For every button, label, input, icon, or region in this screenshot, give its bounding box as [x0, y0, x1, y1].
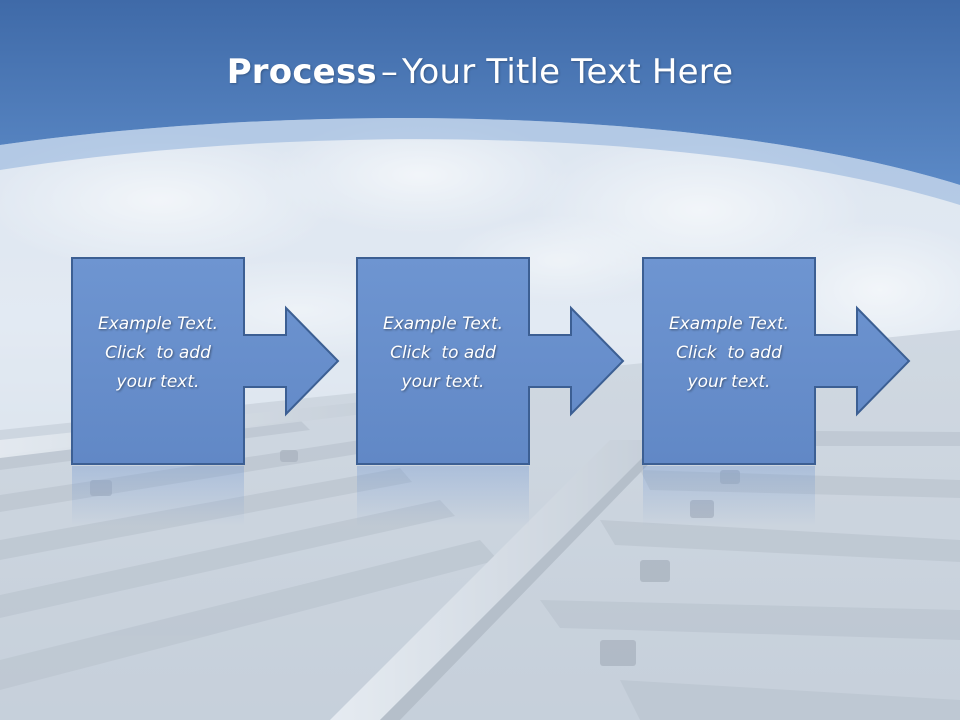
step-3-line-1: Example Text. — [668, 314, 790, 334]
process-step-3-shape[interactable] — [642, 257, 911, 526]
slide-title[interactable]: Process–Your Title Text Here — [0, 52, 960, 92]
step-3-line-3: your text. — [687, 372, 771, 392]
process-step-3[interactable]: Example Text. Click to add your text. — [643, 258, 815, 464]
step-3-text[interactable]: Example Text. Click to add your text. — [643, 310, 815, 397]
step-2-text[interactable]: Example Text. Click to add your text. — [357, 310, 529, 397]
step-3-line-2: Click to add — [676, 343, 782, 363]
title-dash: – — [380, 52, 399, 92]
step-1-line-3: your text. — [116, 372, 200, 392]
title-text: Your Title Text Here — [402, 52, 734, 92]
step-2-line-2: Click to add — [390, 343, 496, 363]
process-step-1[interactable]: Example Text. Click to add your text. — [72, 258, 244, 464]
process-step-1-shape[interactable] — [71, 257, 340, 526]
title-bold-text: Process — [226, 52, 377, 92]
step-2-line-3: your text. — [401, 372, 485, 392]
process-step-2-shape[interactable] — [356, 257, 625, 526]
step-1-text[interactable]: Example Text. Click to add your text. — [72, 310, 244, 397]
step-2-line-1: Example Text. — [382, 314, 504, 334]
step-1-line-1: Example Text. — [97, 314, 219, 334]
step-1-line-2: Click to add — [105, 343, 211, 363]
process-step-2[interactable]: Example Text. Click to add your text. — [357, 258, 529, 464]
